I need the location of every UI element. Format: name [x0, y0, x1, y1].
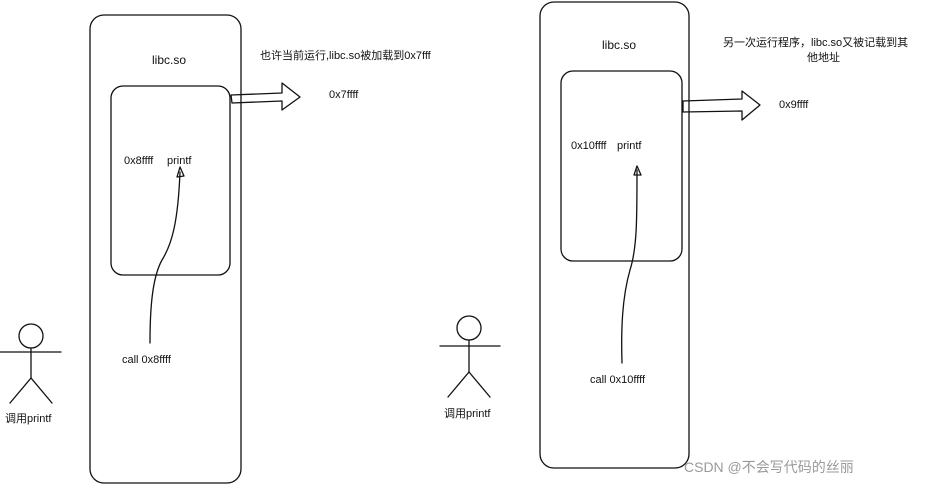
load-note-right-line1: 另一次运行程序，libc.so又被记载到其	[723, 35, 908, 49]
load-arrow-right	[682, 90, 761, 121]
process-memory-box-left	[89, 14, 242, 484]
symbol-name-right: printf	[617, 140, 642, 152]
caller-label-right: 调用printf	[444, 407, 491, 420]
call-path-left	[149, 171, 181, 344]
watermark: CSDN @不会写代码的丝丽	[684, 459, 854, 475]
process-memory-box-right	[539, 1, 690, 469]
call-instruction-left: call 0x8ffff	[122, 354, 172, 366]
call-arrowhead-left	[176, 166, 185, 178]
load-address-right: 0x9ffff	[779, 99, 809, 111]
caller-label-left: 调用printf	[5, 412, 52, 425]
symbol-address-right: 0x10ffff	[571, 140, 607, 152]
call-instruction-right: call 0x10ffff	[590, 374, 646, 386]
caller-figure-left	[0, 323, 62, 404]
caller-figure-right	[439, 315, 501, 398]
call-arrowhead-right	[633, 165, 642, 176]
load-note-right-line2: 他地址	[807, 50, 840, 64]
library-label-left: libc.so	[152, 53, 186, 67]
load-arrow-left	[230, 82, 301, 111]
libc-region-box-right	[560, 70, 683, 262]
libc-region-box-left	[110, 85, 231, 276]
library-label-right: libc.so	[602, 38, 636, 52]
symbol-name-left: printf	[167, 155, 192, 167]
load-address-left: 0x7ffff	[329, 89, 359, 101]
call-path-right	[621, 169, 638, 364]
load-note-left: 也许当前运行,libc.so被加载到0x7fff	[260, 48, 432, 62]
symbol-address-left: 0x8ffff	[124, 155, 154, 167]
